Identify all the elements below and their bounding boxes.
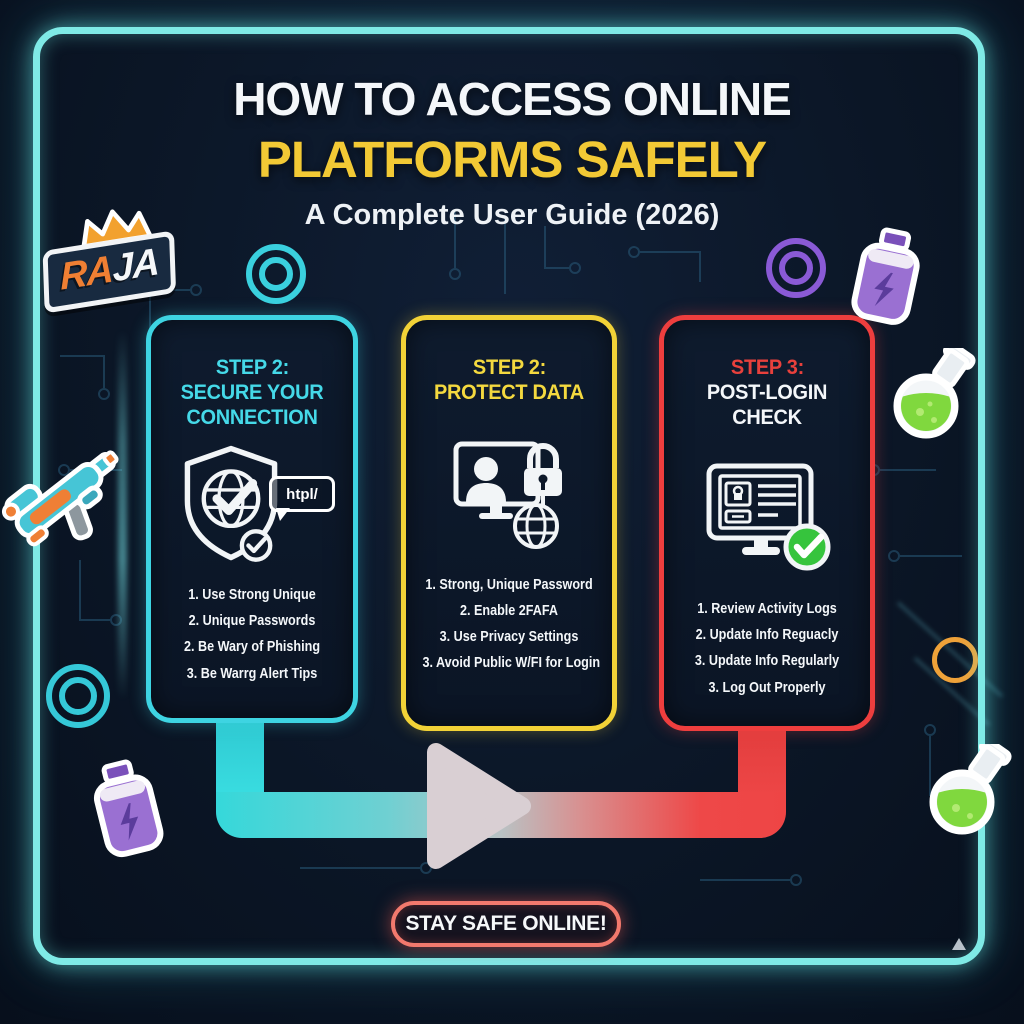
list-item: 3. Use Privacy Settings bbox=[439, 627, 579, 645]
header: HOW TO ACCESS ONLINE PLATFORMS SAFELY A … bbox=[0, 72, 1024, 232]
page-title-line1: HOW TO ACCESS ONLINE bbox=[233, 73, 792, 125]
arrow-right-icon bbox=[427, 743, 531, 869]
logo-text: JA bbox=[111, 240, 160, 291]
list-item: 3. Be Warrg Alert Tips bbox=[186, 664, 318, 682]
target-ring-icon bbox=[766, 238, 826, 298]
green-flask-sticker bbox=[929, 744, 1012, 835]
page-subtitle: A Complete User Guide (2026) bbox=[304, 199, 720, 231]
list-item: 1. Review Activity Logs bbox=[697, 600, 837, 618]
footer-badge-label: STAY SAFE ONLINE! bbox=[405, 912, 607, 935]
connector-pipe-left bbox=[216, 720, 264, 804]
page-title-line2: PLATFORMS SAFELY bbox=[257, 131, 767, 188]
card-checklist: 1. Use Strong Unique 2. Unique Passwords… bbox=[151, 582, 353, 686]
step-card-protect-data: STEP 2: PROTECT DATA 1. Strong, Unique P… bbox=[401, 315, 617, 731]
list-item: 3. Update Info Regularly bbox=[694, 652, 840, 670]
raja-logo-sticker: RAJA bbox=[33, 193, 206, 314]
step-label: STEP 2: bbox=[472, 356, 546, 379]
logo-text: RA bbox=[59, 248, 114, 299]
list-item: 3. Avoid Public W/FI for Login bbox=[422, 653, 601, 671]
list-item: 2. Enable 2FAFA bbox=[459, 601, 559, 619]
list-item: 2. Update Info Reguacly bbox=[695, 626, 839, 644]
card-title: PROTECT DATA bbox=[434, 380, 584, 404]
step-card-post-login-check: STEP 3: POST-LOGIN CHECK 1. Review Activ… bbox=[659, 315, 875, 731]
shield-globe-https-icon: htpl/ bbox=[151, 442, 353, 566]
list-item: 1. Strong, Unique Password bbox=[425, 575, 593, 593]
step-label: STEP 3: bbox=[730, 356, 804, 379]
connector-pipe-right bbox=[738, 720, 786, 804]
https-speech-bubble: htpl/ bbox=[269, 476, 335, 522]
target-ring-icon bbox=[46, 664, 110, 728]
neon-streak bbox=[118, 330, 127, 700]
footer-badge: STAY SAFE ONLINE! bbox=[391, 901, 621, 947]
green-flask-sticker bbox=[893, 348, 976, 439]
purple-potion-sticker bbox=[851, 227, 920, 325]
monitor-user-lock-globe-icon bbox=[406, 432, 612, 556]
card-checklist: 1. Review Activity Logs 2. Update Info R… bbox=[664, 596, 870, 700]
card-checklist: 1. Strong, Unique Password 2. Enable 2FA… bbox=[406, 572, 612, 676]
list-item: 1. Use Strong Unique bbox=[188, 586, 316, 604]
step-label: STEP 2: bbox=[215, 356, 289, 379]
ring-icon bbox=[932, 637, 978, 683]
purple-potion-sticker bbox=[93, 759, 164, 858]
card-title: SECURE YOUR CONNECTION bbox=[180, 380, 324, 429]
card-title: POST-LOGIN CHECK bbox=[706, 380, 828, 429]
target-ring-icon bbox=[246, 244, 306, 304]
list-item: 2. Unique Passwords bbox=[188, 612, 316, 630]
triangle-icon bbox=[952, 938, 966, 950]
flow-connector bbox=[216, 720, 786, 872]
list-item: 2. Be Wary of Phishing bbox=[183, 638, 321, 656]
list-item: 3. Log Out Properly bbox=[708, 678, 826, 696]
monitor-activity-check-icon bbox=[664, 456, 870, 580]
step-card-secure-connection: STEP 2: SECURE YOUR CONNECTION htpl/ 1. … bbox=[146, 315, 358, 723]
